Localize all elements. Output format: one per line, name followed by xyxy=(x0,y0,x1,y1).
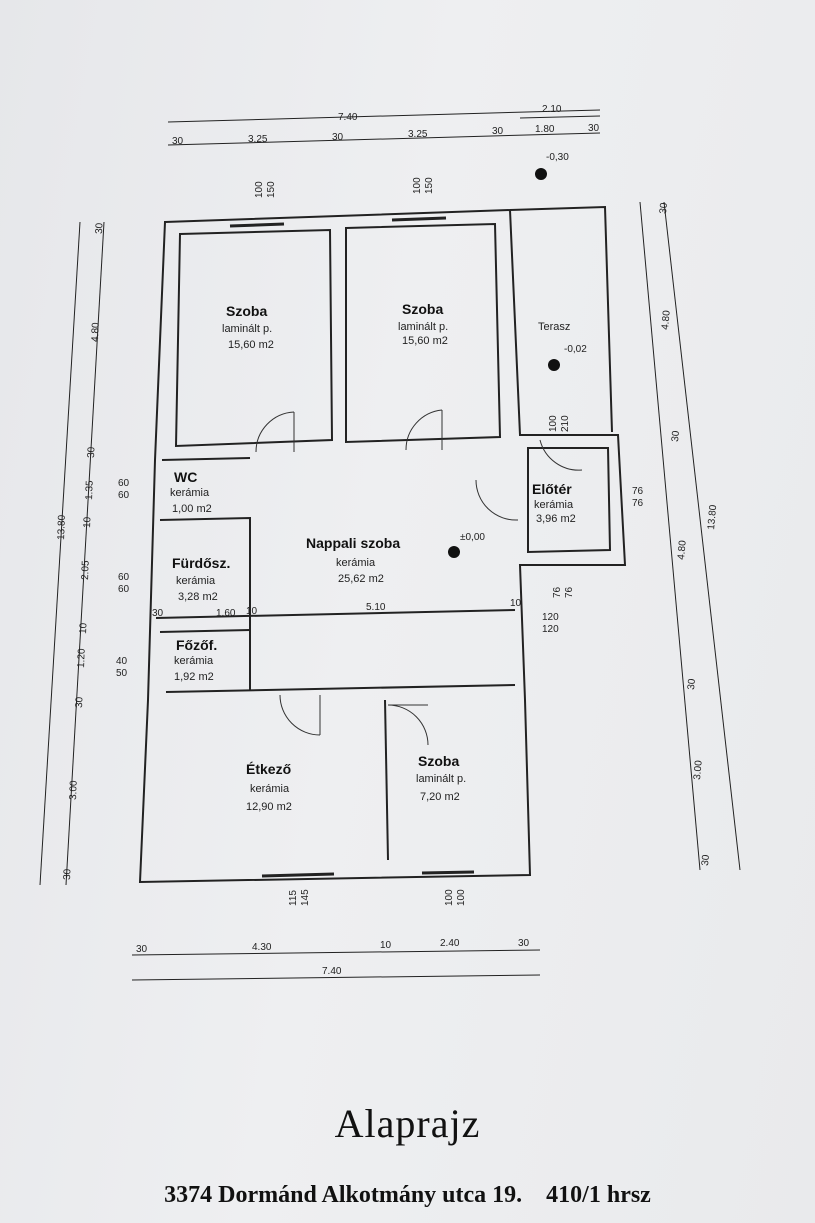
dim-top-d: 3.25 xyxy=(408,129,428,140)
svg-text:kerámia: kerámia xyxy=(336,557,376,569)
room-furdoszoba: Fürdősz. kerámia 3,28 m2 xyxy=(172,555,230,603)
svg-text:1,92 m2: 1,92 m2 xyxy=(174,671,214,683)
svg-text:7,20 m2: 7,20 m2 xyxy=(420,791,460,803)
dim-left-total: 13.80 xyxy=(56,514,68,540)
svg-text:15,60 m2: 15,60 m2 xyxy=(228,339,274,351)
dim-right-b: 4.80 xyxy=(660,309,673,330)
svg-text:laminált p.: laminált p. xyxy=(416,773,466,785)
room-etkezo: Étkező kerámia 12,90 m2 xyxy=(246,761,292,813)
dim-win-eloter-b: 7676 xyxy=(552,586,575,598)
dim-top-g: 30 xyxy=(588,123,600,134)
dim-right-a: 30 xyxy=(658,202,670,214)
dim-inner-30: 30 xyxy=(152,608,164,619)
dim-inner-160: 1.60 xyxy=(216,608,236,619)
svg-text:kerámia: kerámia xyxy=(176,575,216,587)
svg-text:kerámia: kerámia xyxy=(250,783,290,795)
dim-left-b: 4.80 xyxy=(90,322,102,342)
plan-address: 3374 Dormánd Alkotmány utca 19. 410/1 hr… xyxy=(164,1182,651,1208)
svg-text:1,00 m2: 1,00 m2 xyxy=(172,503,212,515)
dim-right-g: 30 xyxy=(700,854,712,866)
svg-text:Terasz: Terasz xyxy=(538,321,570,333)
room-szoba-1: Szoba laminált p. 15,60 m2 xyxy=(222,303,274,351)
room-szoba-3: Szoba laminált p. 7,20 m2 xyxy=(416,753,466,803)
svg-text:laminált p.: laminált p. xyxy=(222,323,272,335)
room-terasz: Terasz xyxy=(538,321,570,333)
dim-top-f: 1.80 xyxy=(535,124,555,135)
svg-text:12,90 m2: 12,90 m2 xyxy=(246,801,292,813)
svg-text:Szoba: Szoba xyxy=(226,303,267,319)
svg-text:kerámia: kerámia xyxy=(534,499,574,511)
svg-text:laminált p.: laminált p. xyxy=(398,321,448,333)
dim-top-e: 30 xyxy=(492,126,504,137)
dim-top-c: 30 xyxy=(332,132,344,143)
svg-text:Főzőf.: Főzőf. xyxy=(176,637,217,653)
dim-top-total: 7.40 xyxy=(338,112,358,123)
dim-win-top-1: 100150 xyxy=(254,181,277,198)
dim-win-bot-1: 115145 xyxy=(288,889,311,906)
dim-left-e: 10 xyxy=(82,516,93,528)
svg-text:Szoba: Szoba xyxy=(418,753,459,769)
dim-left-j: 3.00 xyxy=(68,780,80,800)
dim-win-eloter-top: 100210 xyxy=(548,415,571,432)
dim-right-e: 30 xyxy=(686,678,698,690)
dim-bot-c: 10 xyxy=(380,940,392,951)
svg-text:3,28 m2: 3,28 m2 xyxy=(178,591,218,603)
dim-inner-510: 5.10 xyxy=(366,602,386,613)
dim-left-h: 1.20 xyxy=(76,648,88,668)
svg-text:15,60 m2: 15,60 m2 xyxy=(402,335,448,347)
dim-left-d: 1.35 xyxy=(84,480,96,500)
svg-text:Fürdősz.: Fürdősz. xyxy=(172,555,230,571)
dim-bot-b: 4.30 xyxy=(252,942,272,953)
level-living: ±0,00 xyxy=(460,532,485,543)
svg-text:kerámia: kerámia xyxy=(174,655,214,667)
svg-text:Nappali szoba: Nappali szoba xyxy=(306,535,400,551)
svg-text:kerámia: kerámia xyxy=(170,487,210,499)
dim-left-f: 2.05 xyxy=(80,560,92,580)
svg-text:WC: WC xyxy=(174,469,197,485)
dim-win-bot-2: 100100 xyxy=(444,889,467,906)
dim-bot-a: 30 xyxy=(136,944,148,955)
dim-inner-10: 10 xyxy=(246,606,258,617)
dim-right-total: 13.80 xyxy=(706,504,719,530)
dim-top-b: 3.25 xyxy=(248,134,268,145)
svg-text:25,62 m2: 25,62 m2 xyxy=(338,573,384,585)
svg-text:Szoba: Szoba xyxy=(402,301,443,317)
dim-bot-total: 7.40 xyxy=(322,966,342,977)
dim-right-c: 30 xyxy=(670,430,682,442)
dim-win-top-2: 100150 xyxy=(412,177,435,194)
dim-left-c: 30 xyxy=(86,446,97,458)
dim-top-a: 30 xyxy=(172,136,184,147)
dim-right-d: 4.80 xyxy=(676,539,689,560)
room-szoba-2: Szoba laminált p. 15,60 m2 xyxy=(398,301,448,347)
dim-left-g: 10 xyxy=(78,622,89,634)
room-fozofulke: Főzőf. kerámia 1,92 m2 xyxy=(174,637,217,683)
svg-text:Étkező: Étkező xyxy=(246,761,291,777)
dim-left-a: 30 xyxy=(94,222,105,234)
room-eloter: Előtér kerámia 3,96 m2 xyxy=(532,481,576,525)
room-wc: WC kerámia 1,00 m2 xyxy=(170,469,212,515)
level-terrace: -0,02 xyxy=(564,344,587,355)
dim-top-terrace: 2.10 xyxy=(542,104,562,115)
svg-text:Előtér: Előtér xyxy=(532,481,572,497)
dim-right-f: 3.00 xyxy=(692,759,705,780)
dim-bot-e: 30 xyxy=(518,938,530,949)
dim-left-i: 30 xyxy=(74,696,85,708)
level-terrace-top: -0,30 xyxy=(546,152,569,163)
dim-bot-d: 2.40 xyxy=(440,938,460,949)
dim-left-k: 30 xyxy=(62,868,73,880)
room-nappali: Nappali szoba kerámia 25,62 m2 xyxy=(306,535,400,585)
svg-text:3,96 m2: 3,96 m2 xyxy=(536,513,576,525)
dim-inner-10b: 10 xyxy=(510,598,522,609)
plan-title: Alaprajz xyxy=(334,1101,481,1146)
